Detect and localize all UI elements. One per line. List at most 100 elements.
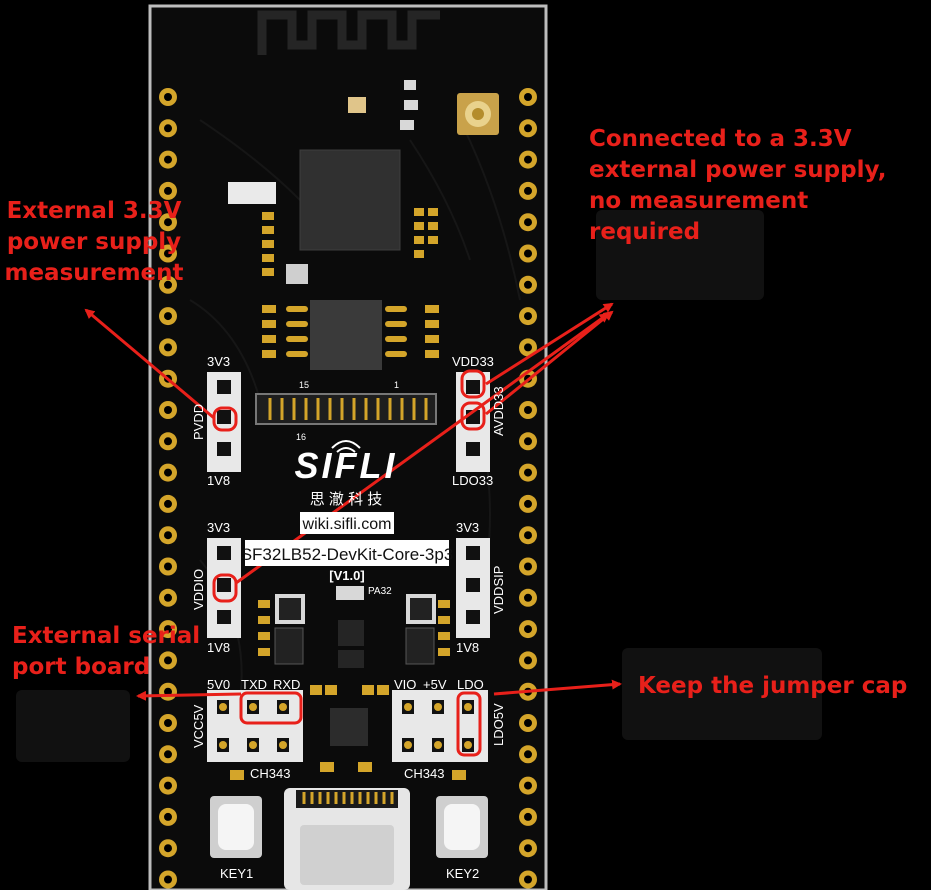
pin-hole <box>524 312 532 321</box>
pin-hole <box>164 124 172 133</box>
pin-hole <box>164 249 172 258</box>
annotation-line: required <box>589 219 701 245</box>
silk-txd: TXD <box>241 677 267 692</box>
fpc-pins <box>268 398 428 420</box>
pin-hole <box>524 437 532 446</box>
pcb-antenna <box>257 10 440 55</box>
silk-ldo33: LDO33 <box>452 473 493 488</box>
silk-3v3-a: 3V3 <box>207 354 230 369</box>
pin-hole <box>524 93 532 101</box>
annotation-no-measurement: Connected to a 3.3V external power suppl… <box>589 124 886 248</box>
pin-hole <box>164 186 172 195</box>
pin-hole <box>524 875 532 884</box>
pin-hole <box>164 155 172 164</box>
silk-ldo5v: LDO5V <box>491 703 506 746</box>
key1-button <box>210 796 262 858</box>
annotation-line: power supply <box>6 229 182 255</box>
label-shade <box>596 210 764 300</box>
jumper-vddsip <box>456 538 490 638</box>
annotation-serial-port: External serial port board <box>12 621 200 683</box>
pin-hole <box>164 781 172 790</box>
pin-hole <box>164 437 172 446</box>
pin-hole <box>164 687 172 696</box>
silk-avdd33: AVDD33 <box>491 386 506 436</box>
pin-hole <box>164 218 172 227</box>
pin-hole <box>524 124 532 133</box>
board-version: [V1.0] <box>329 568 364 583</box>
silk-1v8-c: 1V8 <box>456 640 479 655</box>
pin-hole <box>524 812 532 821</box>
silk-key1: KEY1 <box>220 866 253 881</box>
silk-vddio: VDDIO <box>191 569 206 610</box>
silk-1v8-a: 1V8 <box>207 473 230 488</box>
header-power <box>392 690 488 762</box>
pin-hole <box>524 218 532 227</box>
pin-hole <box>524 406 532 414</box>
board-url: wiki.sifli.com <box>302 516 392 533</box>
fpc-connector <box>255 393 437 425</box>
annotation-arrows <box>84 302 622 701</box>
silk-p5v: +5V <box>423 677 447 692</box>
url-box <box>300 512 394 534</box>
pin-hole <box>164 719 172 727</box>
label-shade <box>622 648 822 740</box>
annotation-line: Keep the jumper cap <box>638 673 908 699</box>
pin-hole <box>524 562 532 571</box>
pin-hole <box>524 781 532 790</box>
pin-hole <box>164 343 172 352</box>
pin-hole <box>524 186 532 195</box>
silk-ch343-right: CH343 <box>404 766 444 781</box>
pin-hole <box>164 562 172 571</box>
brand-cn: 思 澈 科 技 <box>310 491 383 508</box>
pin-hole <box>524 499 532 508</box>
flash-chip <box>310 300 382 370</box>
annotation-external-measurement: External 3.3V power supply measurement <box>4 196 184 289</box>
silkscreen-labels: 3V3 1V8 PVDD VDD33 AVDD33 LDO33 3V3 1V8 … <box>191 354 506 881</box>
pin-hole <box>164 531 172 540</box>
silk-vio: VIO <box>394 677 416 692</box>
pin-hole <box>524 249 532 258</box>
right-pin-header <box>519 88 537 889</box>
passive-components <box>228 80 439 358</box>
pin-hole <box>524 750 532 759</box>
silk-fpc-16: 16 <box>296 432 306 442</box>
pin-hole <box>164 625 172 634</box>
pin-hole <box>164 468 172 477</box>
pin-hole <box>164 280 172 289</box>
annotation-line: External 3.3V <box>6 198 182 224</box>
soc-chip <box>299 149 401 251</box>
pin-hole <box>164 656 172 665</box>
highlight-boxes <box>212 369 486 757</box>
board-model: SF32LB52-DevKit-Core-3p3 <box>241 545 454 564</box>
annotation-line: External serial <box>12 623 201 649</box>
silk-pa32: PA32 <box>368 586 392 597</box>
silk-pvdd: PVDD <box>191 404 206 440</box>
header-uart <box>207 690 303 762</box>
silk-vdd33: VDD33 <box>452 354 494 369</box>
silk-vcc5v: VCC5V <box>191 704 206 748</box>
silk-ldo: LDO <box>457 677 484 692</box>
annotation-line: no measurement <box>589 188 809 214</box>
annotation-line: measurement <box>4 260 184 286</box>
silk-5v0: 5V0 <box>207 677 230 692</box>
silk-key2: KEY2 <box>446 866 479 881</box>
pin-hole <box>164 406 172 414</box>
flash-pins <box>286 306 407 357</box>
model-box <box>245 540 449 566</box>
silk-3v3-c: 3V3 <box>456 520 479 535</box>
pin-hole <box>524 280 532 289</box>
pin-hole <box>164 93 172 101</box>
key2-button <box>436 796 488 858</box>
silk-vddsip: VDDSIP <box>491 566 506 614</box>
brand-logo: SIFLI <box>295 445 398 486</box>
pin-hole <box>524 155 532 164</box>
pin-hole <box>164 812 172 821</box>
wifi-icon <box>331 440 361 453</box>
pin-hole <box>524 531 532 540</box>
pin-hole <box>524 468 532 477</box>
annotation-line: port board <box>12 654 151 680</box>
silk-ch343-left: CH343 <box>250 766 290 781</box>
label-shade <box>16 690 130 762</box>
pin-hole <box>164 844 172 853</box>
